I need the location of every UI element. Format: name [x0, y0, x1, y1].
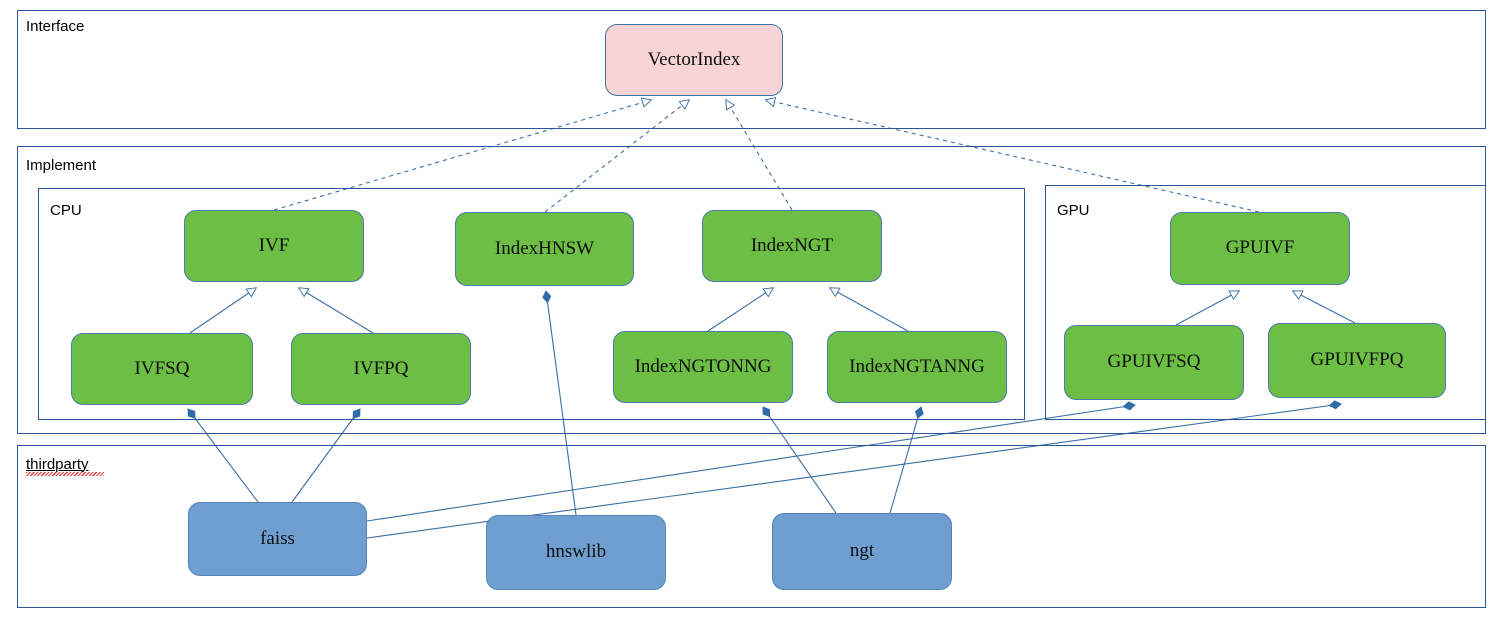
node-faiss[interactable]: faiss: [188, 502, 367, 576]
node-ivfpq[interactable]: IVFPQ: [291, 333, 471, 405]
node-hnswlib[interactable]: hnswlib: [486, 515, 666, 590]
node-ivfsq[interactable]: IVFSQ: [71, 333, 253, 405]
group-label-thirdparty: thirdparty: [26, 456, 89, 473]
node-gpuivfpq[interactable]: GPUIVFPQ: [1268, 323, 1446, 398]
node-vectorindex[interactable]: VectorIndex: [605, 24, 783, 96]
node-indexngtanng[interactable]: IndexNGTANNG: [827, 331, 1007, 403]
node-gpuivfsq[interactable]: GPUIVFSQ: [1064, 325, 1244, 400]
node-indexngtonng[interactable]: IndexNGTONNG: [613, 331, 793, 403]
node-label: IVFPQ: [353, 357, 409, 379]
node-label: faiss: [260, 527, 295, 549]
node-label: ngt: [849, 540, 875, 562]
node-label: IndexHNSW: [494, 237, 595, 259]
node-label: IndexNGTONNG: [634, 355, 772, 377]
node-indexngt[interactable]: IndexNGT: [702, 210, 882, 282]
node-label: VectorIndex: [647, 48, 741, 70]
group-gpu: [1045, 185, 1486, 420]
node-label: GPUIVF: [1225, 237, 1295, 259]
group-cpu: [38, 188, 1025, 420]
node-label: IVF: [258, 234, 290, 256]
group-thirdparty: [17, 445, 1486, 608]
node-indexhnsw[interactable]: IndexHNSW: [455, 212, 634, 286]
node-gpuivf[interactable]: GPUIVF: [1170, 212, 1350, 285]
node-label: IndexNGT: [750, 234, 834, 256]
group-label-implement: Implement: [26, 157, 97, 174]
group-interface: [17, 10, 1486, 129]
node-label: IndexNGTANNG: [849, 355, 985, 377]
group-label-gpu: GPU: [1057, 202, 1090, 219]
node-label: GPUIVFPQ: [1310, 349, 1404, 371]
node-label: GPUIVFSQ: [1107, 351, 1201, 373]
node-ivf[interactable]: IVF: [184, 210, 364, 282]
group-label-cpu: CPU: [50, 202, 82, 219]
spellcheck-squiggle: [26, 472, 104, 476]
node-ngt[interactable]: ngt: [772, 513, 952, 590]
node-label: IVFSQ: [134, 357, 190, 379]
node-label: hnswlib: [545, 541, 607, 563]
group-label-interface: Interface: [26, 18, 85, 35]
